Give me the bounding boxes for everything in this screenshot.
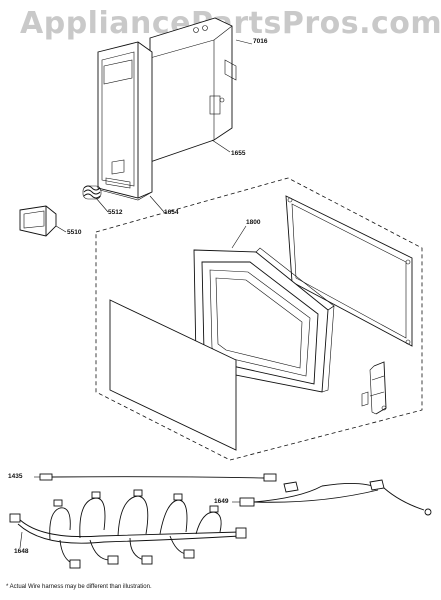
label-1654: 1654 bbox=[164, 209, 179, 216]
label-5510: 5510 bbox=[67, 229, 82, 236]
control-bracket bbox=[149, 17, 237, 163]
label-1655: 1655 bbox=[231, 150, 246, 157]
door-latch bbox=[361, 361, 387, 415]
wire-harness-1648 bbox=[9, 489, 247, 569]
wire-1435 bbox=[39, 473, 277, 482]
door-button bbox=[19, 205, 57, 237]
label-7016: 7016 bbox=[253, 38, 268, 45]
label-5512: 5512 bbox=[108, 209, 123, 216]
wire-1649 bbox=[239, 479, 432, 516]
door-choke-panel bbox=[285, 195, 413, 347]
spring bbox=[82, 185, 102, 200]
label-1800: 1800 bbox=[246, 219, 261, 226]
label-1649: 1649 bbox=[214, 498, 229, 505]
label-1435: 1435 bbox=[8, 473, 23, 480]
door-glass bbox=[109, 299, 237, 451]
label-1648: 1648 bbox=[14, 548, 29, 555]
control-panel bbox=[97, 41, 153, 201]
footnote: * Actual Wire harness may be different t… bbox=[6, 584, 152, 590]
leader-lines bbox=[19, 39, 253, 549]
door-assembly-outline bbox=[95, 177, 423, 461]
